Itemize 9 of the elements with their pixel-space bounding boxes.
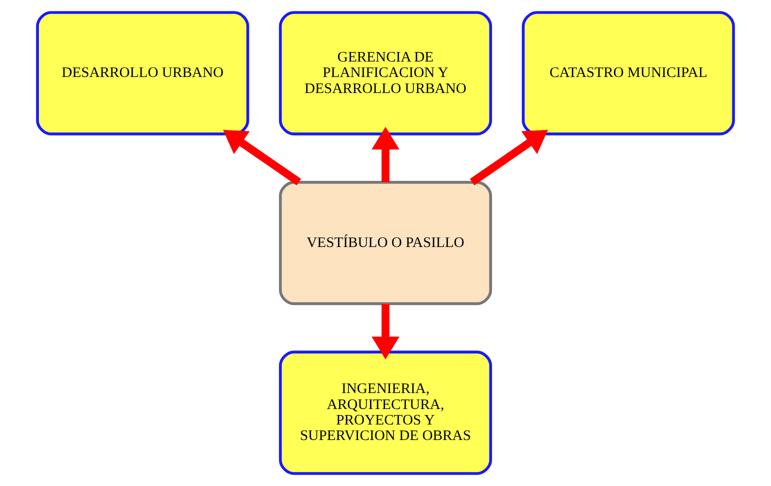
arrow: [470, 130, 548, 186]
node-box: DESARROLLO URBANO: [36, 11, 250, 136]
node-box: GERENCIA DE PLANIFICACION Y DESARROLLO URBANO: [278, 11, 492, 136]
node-box: VESTÍBULO O PASILLO: [278, 180, 492, 306]
arrow: [223, 130, 302, 186]
arrow: [372, 126, 400, 182]
node-box: INGENIERIA, ARQUITECTURA, PROYECTOS Y SUPERVICION DE OBRAS: [278, 350, 492, 475]
arrow: [372, 304, 400, 360]
node-box: CATASTRO MUNICIPAL: [522, 11, 735, 136]
